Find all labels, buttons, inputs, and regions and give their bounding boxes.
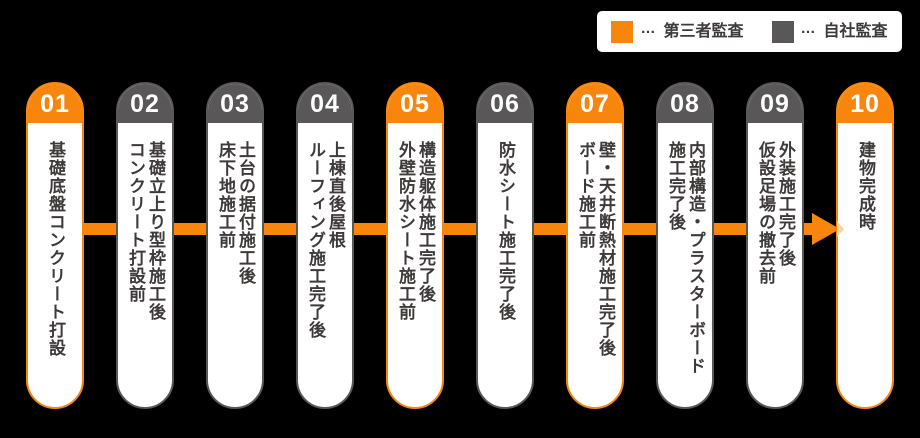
step-body: 上棟直後屋根 ルーフィング施工完了後 (298, 123, 352, 407)
step-number-badge: 04 (298, 84, 352, 123)
legend-dots: … (800, 20, 817, 37)
step-number-badge: 02 (118, 84, 172, 123)
step-pill-05: 05 構造躯体施工完了後 外壁防水シート施工前 (386, 82, 444, 409)
step-pill-09: 09 外装施工完了後 仮設足場の撤去前 (746, 82, 804, 409)
step-body: 構造躯体施工完了後 外壁防水シート施工前 (388, 123, 442, 407)
legend-label-third-party: 第三者監査 (663, 22, 744, 40)
legend-item-self: … 自社監査 (771, 20, 888, 43)
step-number-badge: 03 (208, 84, 262, 123)
step-body: 防水シート施工完了後 (478, 123, 532, 407)
step-label: 外装施工完了後 仮設足場の撤去前 (756, 141, 796, 285)
step-label: 土台の据付施工後 床下地施工前 (216, 141, 256, 285)
legend-label-self: 自社監査 (823, 22, 888, 40)
step-number: 07 (580, 90, 610, 118)
legend-dots: … (640, 20, 657, 37)
step-number: 04 (310, 90, 340, 118)
timeline-arrowhead-icon (812, 213, 840, 245)
timeline-arrow-tip-highlight (837, 221, 844, 237)
step-number: 10 (850, 90, 880, 118)
step-label: 基礎底盤コンクリート打設 (46, 141, 66, 357)
step-body: 基礎底盤コンクリート打設 (28, 123, 82, 407)
step-body: 外装施工完了後 仮設足場の撤去前 (748, 123, 802, 407)
step-pill-06: 06 防水シート施工完了後 (476, 82, 534, 409)
step-pill-10: 10 建物完成時 (836, 82, 894, 409)
step-number-badge: 07 (568, 84, 622, 123)
step-label: 内部構造・プラスターボード 施工完了後 (666, 141, 706, 375)
step-label: 壁・天井断熱材施工完了後 ボード施工前 (576, 141, 616, 357)
step-label: 構造躯体施工完了後 外壁防水シート施工前 (396, 141, 436, 321)
legend: … 第三者監査 … 自社監査 (597, 11, 902, 52)
step-number: 08 (670, 90, 700, 118)
step-label: 防水シート施工完了後 (496, 141, 516, 321)
legend-item-third-party: … 第三者監査 (611, 20, 744, 43)
third-party-color-swatch (611, 20, 634, 43)
step-number: 01 (40, 90, 70, 118)
step-number: 09 (760, 90, 790, 118)
step-pill-04: 04 上棟直後屋根 ルーフィング施工完了後 (296, 82, 354, 409)
step-number-badge: 08 (658, 84, 712, 123)
step-number-badge: 09 (748, 84, 802, 123)
steps-row: 01 基礎底盤コンクリート打設 02 基礎立上り型枠施工後 コンクリート打設前 … (26, 82, 894, 409)
step-pill-03: 03 土台の据付施工後 床下地施工前 (206, 82, 264, 409)
step-number: 03 (220, 90, 250, 118)
step-pill-01: 01 基礎底盤コンクリート打設 (26, 82, 84, 409)
step-number-badge: 10 (838, 84, 892, 123)
step-number: 02 (130, 90, 160, 118)
step-label: 基礎立上り型枠施工後 コンクリート打設前 (126, 141, 166, 321)
step-label: 上棟直後屋根 ルーフィング施工完了後 (306, 141, 346, 339)
step-number: 06 (490, 90, 520, 118)
step-pill-02: 02 基礎立上り型枠施工後 コンクリート打設前 (116, 82, 174, 409)
step-label: 建物完成時 (856, 141, 876, 231)
self-audit-color-swatch (771, 20, 794, 43)
step-pill-07: 07 壁・天井断熱材施工完了後 ボード施工前 (566, 82, 624, 409)
step-number: 05 (400, 90, 430, 118)
step-body: 内部構造・プラスターボード 施工完了後 (658, 123, 712, 407)
step-body: 基礎立上り型枠施工後 コンクリート打設前 (118, 123, 172, 407)
step-number-badge: 06 (478, 84, 532, 123)
step-number-badge: 01 (28, 84, 82, 123)
step-pill-08: 08 内部構造・プラスターボード 施工完了後 (656, 82, 714, 409)
step-number-badge: 05 (388, 84, 442, 123)
step-body: 壁・天井断熱材施工完了後 ボード施工前 (568, 123, 622, 407)
step-body: 建物完成時 (838, 123, 892, 407)
step-body: 土台の据付施工後 床下地施工前 (208, 123, 262, 407)
